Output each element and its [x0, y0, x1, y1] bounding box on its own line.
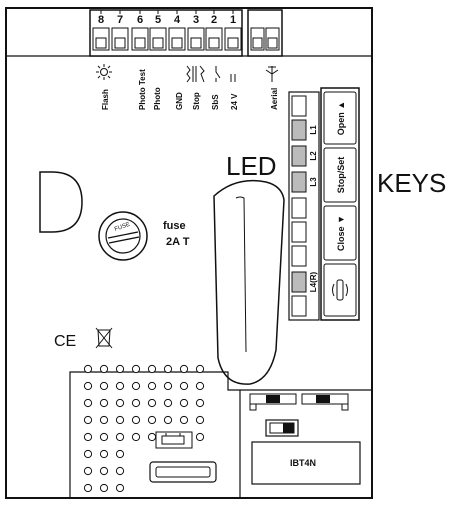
capacitor-outline: [39, 171, 83, 233]
terminal-label: Flash: [101, 89, 110, 110]
led-slot: [291, 197, 307, 219]
terminal-number: 7: [117, 14, 123, 26]
dip-switch[interactable]: [265, 419, 299, 437]
photocell-icon: [186, 65, 197, 83]
terminal-label: GND: [175, 92, 184, 110]
led: [291, 145, 307, 167]
step-by-step-icon: [215, 66, 221, 82]
terminal-number: 8: [98, 14, 104, 26]
transformer: [213, 179, 285, 385]
ce-mark: CE: [54, 333, 76, 350]
ibt4n-module: [251, 441, 361, 485]
led-panel: [288, 91, 320, 321]
led: [291, 171, 307, 193]
remote-key[interactable]: [323, 263, 357, 317]
battery-connector: [155, 431, 193, 449]
led-label: L3: [309, 177, 318, 187]
terminal-block: [89, 9, 243, 57]
lamp-icon: [96, 64, 112, 80]
connector-left: [249, 393, 297, 411]
vent-area: [69, 371, 372, 498]
led-caption: LED: [226, 151, 277, 181]
led-label: L4(R): [309, 271, 318, 292]
led-label: L1: [309, 125, 318, 135]
key-label: Open ▲: [336, 101, 346, 135]
terminal-label: Photo Test: [138, 69, 147, 110]
terminal-number: 1: [230, 14, 236, 26]
remote-control-icon: [332, 279, 348, 301]
battery-icon: [161, 433, 185, 445]
terminal-number: 3: [193, 14, 199, 26]
terminal-number: 5: [155, 14, 161, 26]
terminal-number: 2: [211, 14, 217, 26]
terminal-label: Aerial: [270, 88, 279, 110]
led-label: L2: [309, 151, 318, 161]
fuse-label: fuse: [163, 220, 186, 232]
led: [291, 119, 307, 141]
key-button[interactable]: [323, 91, 357, 145]
key-button[interactable]: [323, 147, 357, 203]
fuse-holder: FUSE: [98, 211, 148, 261]
connector-right: [301, 393, 349, 411]
led-slot: [291, 95, 307, 117]
terminal-number: 6: [137, 14, 143, 26]
terminal-label: 24 V: [230, 93, 239, 110]
aerial-terminal-block: [247, 9, 283, 57]
terminal-label: SbS: [211, 94, 220, 110]
keys-caption: KEYS: [377, 168, 446, 198]
stop-icon: [199, 65, 205, 83]
weee-bin-icon: [95, 327, 113, 349]
dc-voltage-icon: [230, 74, 236, 82]
led-slot: [291, 245, 307, 267]
aerial-icon: [265, 66, 279, 82]
key-label: Stop/Set: [336, 157, 346, 194]
key-label: Close ▼: [336, 215, 346, 251]
terminal-label: Photo: [153, 87, 162, 110]
led-slot: [291, 295, 307, 317]
led-slot: [291, 221, 307, 243]
board-outline: [5, 7, 373, 499]
module-label: IBT4N: [290, 458, 316, 468]
battery-socket: [149, 461, 217, 483]
key-button[interactable]: [323, 205, 357, 261]
vent-holes: [83, 364, 205, 493]
led: [291, 271, 307, 293]
terminal-label: Stop: [192, 92, 201, 110]
terminal-number: 4: [174, 14, 181, 26]
fuse-rating: 2A T: [166, 236, 190, 248]
fuse-cap-text: FUSE: [114, 222, 131, 233]
